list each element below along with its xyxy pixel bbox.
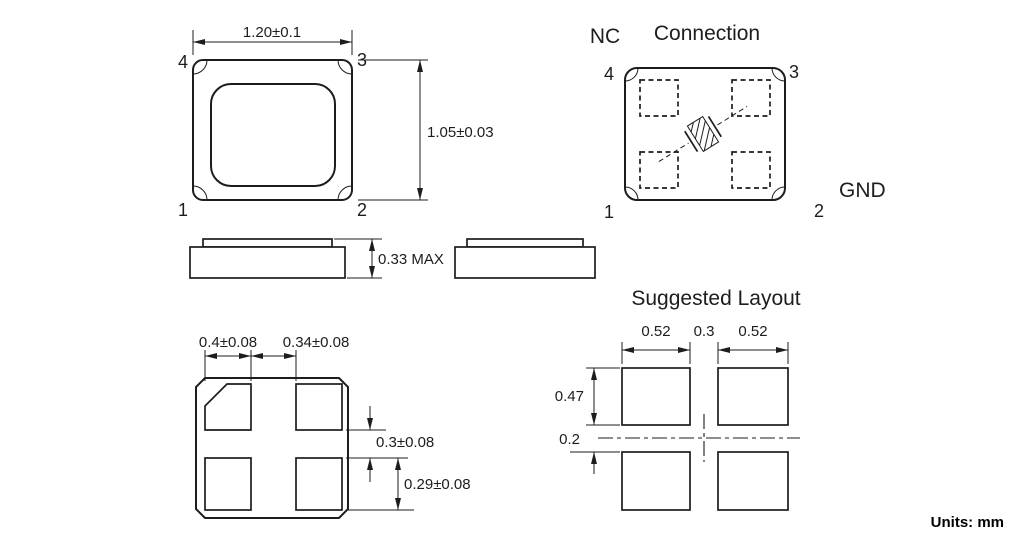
pin-number-2: 2 [357, 200, 367, 220]
pin-number-4: 4 [178, 52, 188, 72]
pad-chamfered [204, 383, 252, 431]
land-pad [717, 367, 789, 426]
thickness-dimension-label: 0.33 MAX [378, 251, 444, 268]
pin-number-4: 4 [604, 64, 614, 84]
pad-height-dimension: 0.29±0.08 [346, 458, 471, 511]
base-profile [189, 246, 346, 279]
bottom-view: 0.4±0.08 0.34±0.08 0.3±0.08 0.29±0.08 [195, 334, 471, 519]
corner-pad-arc [337, 185, 353, 201]
pad-4-dashed [639, 79, 679, 117]
pin-number-1: 1 [604, 202, 614, 222]
side-view-front: 0.33 MAX [189, 238, 444, 279]
height-dimension-label: 1.05±0.03 [427, 124, 494, 141]
pad [295, 383, 343, 431]
corner-pad-arc [624, 186, 639, 201]
pin-number-3: 3 [789, 62, 799, 82]
crystal-lid [210, 83, 336, 187]
connection-title: Connection [654, 22, 760, 45]
side-view-side [454, 238, 596, 279]
corner-pad-arc [624, 67, 639, 82]
pin-number-2: 2 [814, 201, 824, 221]
pad-width-dimension: 0.4±0.08 0.34±0.08 [199, 334, 349, 381]
units-label: Units: mm [931, 514, 1004, 531]
pin-number-1: 1 [178, 200, 188, 220]
pad-2-dashed [731, 151, 771, 189]
top-view: 4 3 1 2 1.20±0.1 1.05±0.03 [178, 24, 494, 220]
pad-pitch-label: 0.34±0.08 [283, 334, 350, 351]
land-width-dimensions: 0.52 0.3 0.52 [621, 323, 789, 364]
pad-3-dashed [731, 79, 771, 117]
pad-gap-dimension: 0.3±0.08 [346, 406, 434, 482]
nc-label: NC [590, 25, 620, 48]
corner-pad-arc [192, 185, 208, 201]
land-height-label: 0.47 [555, 388, 584, 405]
pad [204, 457, 252, 511]
gnd-label: GND [839, 179, 886, 202]
land-width-right-label: 0.52 [738, 323, 767, 340]
thickness-dimension: 0.33 MAX [334, 238, 444, 279]
crystal-symbol [658, 106, 748, 162]
pad-height-label: 0.29±0.08 [404, 476, 471, 493]
land-width-left-label: 0.52 [641, 323, 670, 340]
width-dimension-label: 1.20±0.1 [243, 24, 301, 41]
land-pad [717, 451, 789, 511]
height-dimension: 1.05±0.03 [358, 59, 494, 201]
suggested-layout-title: Suggested Layout [631, 287, 800, 310]
pad-gap-label: 0.3±0.08 [376, 434, 434, 451]
lid-profile [466, 238, 584, 248]
pad-1-dashed [639, 151, 679, 189]
land-row-gap-label: 0.2 [559, 431, 580, 448]
width-dimension: 1.20±0.1 [192, 24, 353, 55]
corner-pad-arc [771, 186, 786, 201]
base-profile [454, 246, 596, 279]
pad-width-label: 0.4±0.08 [199, 334, 257, 351]
land-center-gap-label: 0.3 [694, 323, 715, 340]
corner-pad-arc [192, 59, 208, 75]
connection-view: NC Connection 4 3 1 2 GND [590, 22, 886, 222]
corner-pad-arc [771, 67, 786, 82]
suggested-layout: Suggested Layout 0.52 0.3 0.52 0.47 0.2 [555, 287, 801, 511]
land-pad [621, 367, 691, 426]
pad [295, 457, 343, 511]
land-pad [621, 451, 691, 511]
land-height-dimension: 0.47 0.2 [555, 367, 620, 474]
lid-profile [202, 238, 333, 248]
corner-pad-arc [337, 59, 353, 75]
